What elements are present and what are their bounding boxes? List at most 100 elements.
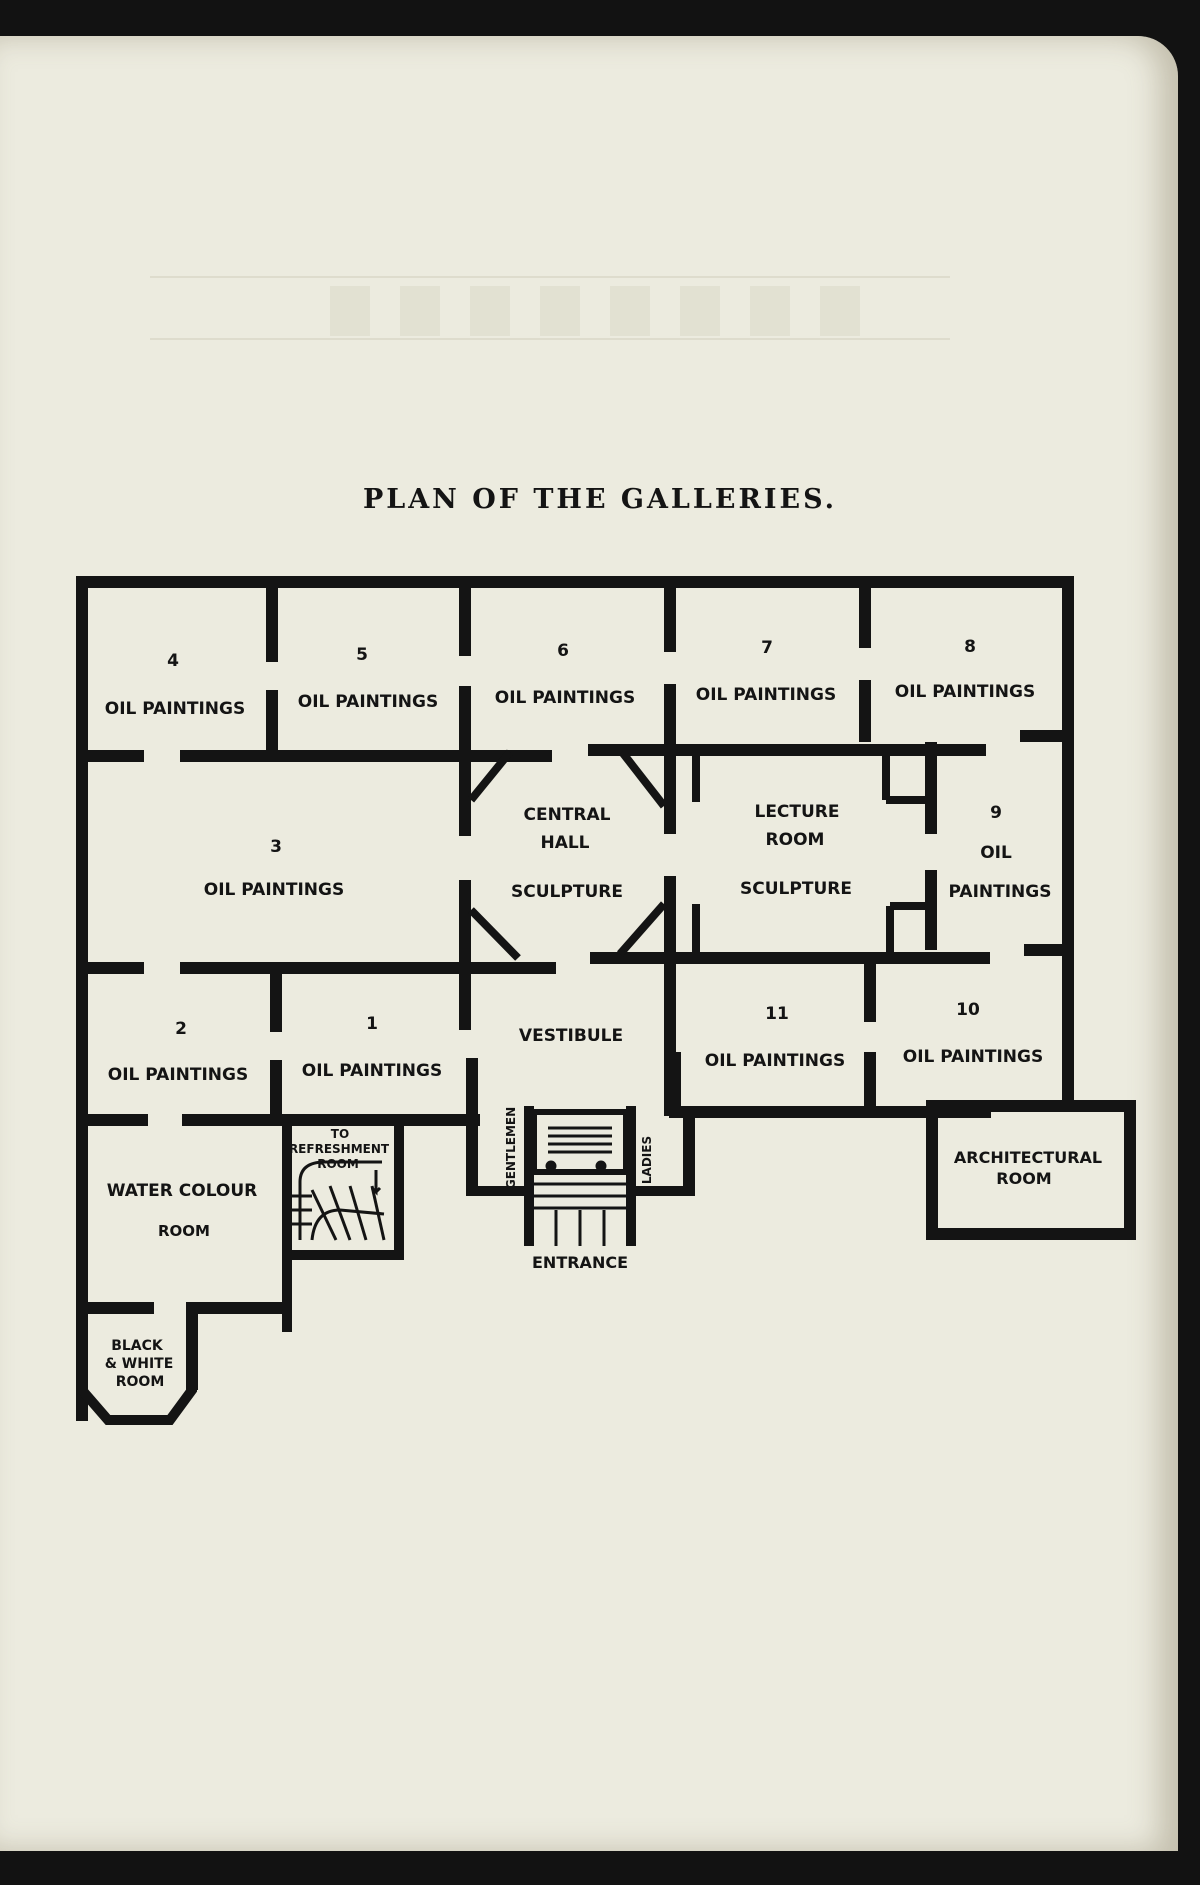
room-4-label: OIL PAINTINGS [105,699,245,719]
vestibule-label: VESTIBULE [519,1026,623,1046]
room-7: 7 OIL PAINTINGS [696,638,836,705]
ladies-label: LADIES [640,1136,654,1184]
wall-arch-left [926,1100,938,1240]
wall-watercolour-bottom-2 [186,1302,292,1314]
central-hall-line3: SCULPTURE [511,882,623,902]
wall-upper-corridor-1 [76,750,144,762]
wall-partition-2-1b [270,1060,282,1120]
wall-gentlemen-left [466,1112,478,1196]
wall-partition-2-1a [270,962,282,1032]
lecture-room-line1: LECTURE [754,802,839,822]
vestibule: VESTIBULE [519,1026,623,1046]
black-white-room: BLACK & WHITE ROOM [105,1338,174,1390]
wall-porch-right [626,1106,636,1246]
wall-upper-corridor-2 [180,750,552,762]
room-2: 2 OIL PAINTINGS [108,1019,248,1085]
room-5-label: OIL PAINTINGS [298,692,438,712]
room-4-number: 4 [167,651,179,671]
room-6-number: 6 [557,641,569,661]
black-white-room-line3: ROOM [116,1374,165,1390]
refreshment-line1: TO [331,1127,349,1141]
wall-arch-top [926,1100,1136,1112]
room-6: 6 OIL PAINTINGS [495,641,635,708]
room-10-label: OIL PAINTINGS [903,1047,1043,1067]
wall-vestibule-right-b [669,1052,681,1118]
wall-watercolour-right [282,1114,292,1332]
wall-lower-3 [669,1106,991,1118]
room-5: 5 OIL PAINTINGS [298,645,438,712]
wall-upper-corridor-4 [1020,730,1064,742]
wall-room9-a [925,742,937,834]
room-4: 4 OIL PAINTINGS [105,651,245,719]
wall-partition-5-6a [459,576,471,656]
wall-porch-left [524,1106,534,1246]
wall-mid-4 [1024,944,1066,956]
room-7-number: 7 [761,638,773,658]
wall-arch-right [1124,1100,1136,1240]
room-2-number: 2 [175,1019,187,1039]
room-9-line1: OIL [980,843,1012,863]
wall-stair-right [394,1114,404,1260]
room-11: 11 OIL PAINTINGS [705,1004,845,1071]
water-colour-room-line1: WATER COLOUR [107,1181,258,1201]
water-colour-room-line2: ROOM [158,1222,210,1240]
lecture-room: LECTURE ROOM SCULPTURE [740,802,852,899]
architectural-room-line2: ROOM [996,1169,1051,1188]
room-9-line2: PAINTINGS [949,882,1052,902]
wall-mid-2 [180,962,556,974]
wall-partition-11-10b [864,1052,876,1112]
room-2-label: OIL PAINTINGS [108,1065,248,1085]
wall-partition-4-5b [266,690,278,750]
room-11-label: OIL PAINTINGS [705,1051,845,1071]
wall-entrance-bottom-right [636,1186,694,1196]
refreshment-line2: REFRESHMENT [289,1142,390,1156]
black-white-room-outline [77,1308,197,1425]
gentlemen-label: GENTLEMEN [504,1107,518,1189]
room-3-label: OIL PAINTINGS [204,880,344,900]
wall-lower-2 [182,1114,480,1126]
entrance-steps [531,1109,629,1246]
room-9-number: 9 [990,803,1002,823]
room-3-number: 3 [270,837,282,857]
gentlemen-room: GENTLEMEN [504,1107,518,1189]
wall-ladies-right [683,1112,695,1196]
wall-left [76,576,88,1421]
wall-top [76,576,1072,588]
water-colour-room: WATER COLOUR ROOM [107,1181,258,1240]
paper-sheet [0,36,1178,1851]
central-hall: CENTRAL HALL SCULPTURE [511,805,623,902]
architectural-room: ARCHITECTURAL ROOM [954,1148,1102,1188]
room-8-label: OIL PAINTINGS [895,682,1035,702]
room-1-label: OIL PAINTINGS [302,1061,442,1081]
refreshment-room-sign: TO REFRESHMENT ROOM [289,1127,390,1171]
hall-braces [467,749,925,961]
wall-lower-1 [76,1114,148,1126]
room-6-label: OIL PAINTINGS [495,688,635,708]
wall-watercolour-bottom-1 [76,1302,154,1314]
wall-room9-b [925,870,937,950]
wall-partition-7-8b [859,680,871,742]
wall-partition-7-8a [859,576,871,648]
wall-entrance-bottom-left [466,1186,526,1196]
room-8: 8 OIL PAINTINGS [895,637,1035,702]
central-hall-line1: CENTRAL [524,805,611,825]
architectural-room-line1: ARCHITECTURAL [954,1148,1102,1167]
entrance-dais [531,1109,629,1175]
walls [76,576,1136,1421]
room-10-number: 10 [956,1000,980,1020]
black-white-room-line1: BLACK [111,1338,164,1354]
wall-partition-6-7b [664,684,676,834]
refreshment-staircase [292,1160,386,1241]
wall-stair-bottom [282,1250,404,1260]
wall-hall-lower-left [459,880,471,1030]
room-8-number: 8 [964,637,976,657]
lecture-room-line3: SCULPTURE [740,879,852,899]
room-10: 10 OIL PAINTINGS [903,1000,1043,1067]
wall-partition-11-10a [864,952,876,1022]
plan-title: PLAN OF THE GALLERIES. [362,484,838,515]
room-7-label: OIL PAINTINGS [696,685,836,705]
ladies-room: LADIES [640,1136,654,1184]
central-hall-line2: HALL [540,833,589,853]
